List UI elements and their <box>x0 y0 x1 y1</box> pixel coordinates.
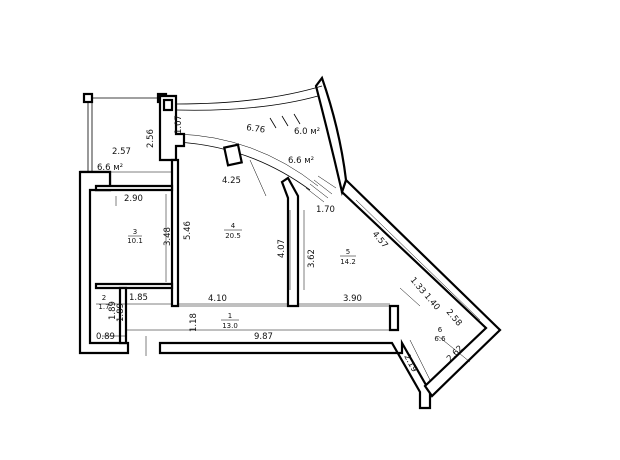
interior-walls <box>94 94 400 345</box>
room-5-number: 5 <box>346 248 350 256</box>
dim-2-57: 2.57 <box>112 147 131 157</box>
room-4-number: 4 <box>231 222 236 230</box>
dim-1-85: 1.85 <box>129 293 148 303</box>
dim-1-18: 1.18 <box>189 313 199 332</box>
wall-room3-top <box>94 184 174 192</box>
wall-column-block <box>158 94 186 162</box>
wall-upper-curve <box>314 75 348 197</box>
room-labels: 3 10.1 4 20.5 5 14.2 1 13.0 2 1.7 6 6.6 <box>98 222 446 343</box>
room-1-area: 13.0 <box>222 322 238 330</box>
room-5-area: 14.2 <box>340 258 356 266</box>
room-6-number: 6 <box>438 326 443 334</box>
arc-balcony <box>175 85 337 203</box>
dim-3-48: 3.48 <box>163 227 173 246</box>
wall-bottom <box>158 338 432 410</box>
dim-4-25: 4.25 <box>222 176 241 186</box>
wall-corridor-top <box>94 282 174 290</box>
dim-2-56: 2.56 <box>146 129 156 148</box>
room-2-area: 1.7 <box>98 303 109 311</box>
dim-0-89: 0.89 <box>96 332 115 342</box>
wall-room6 <box>388 304 400 332</box>
wall-left <box>78 170 130 355</box>
dimension-lines <box>96 159 481 381</box>
window-block <box>222 143 244 167</box>
dim-1-70: 1.70 <box>316 205 335 215</box>
dim-1-07: 1.07 <box>174 115 184 134</box>
dim-4-07: 4.07 <box>277 239 287 258</box>
dim-1-89-right: 1.89 <box>116 303 126 322</box>
dim-3-62: 3.62 <box>307 249 317 268</box>
dim-1-89-left: 1.89 <box>108 301 118 320</box>
dim-1-40: 1.40 <box>422 292 442 313</box>
dim-3-90: 3.90 <box>343 294 362 304</box>
dim-2-58: 2.58 <box>444 308 464 329</box>
dim-9-87: 9.87 <box>254 332 273 342</box>
dim-5-46: 5.46 <box>183 221 193 240</box>
wall-bath <box>118 286 128 345</box>
room-3-number: 3 <box>133 228 137 236</box>
dim-1-33: 1.33 <box>408 276 428 297</box>
room-1-number: 1 <box>228 312 232 320</box>
room-2-number: 2 <box>102 294 106 302</box>
dim-6-76: 6.76 <box>246 123 266 136</box>
balcony-left-area: 6.6 м² <box>97 163 123 173</box>
balcony-post-left <box>82 92 94 104</box>
left-balcony <box>82 92 172 173</box>
dim-4-10: 4.10 <box>208 294 227 304</box>
dim-2-90: 2.90 <box>124 194 143 204</box>
balcony-arc-inner-area: 6.6 м² <box>288 156 314 166</box>
room-3-area: 10.1 <box>127 237 143 245</box>
room-4-area: 20.5 <box>225 232 241 240</box>
column-inner <box>162 98 174 112</box>
balcony-arc-outer-area: 6.0 м² <box>294 127 320 137</box>
balcony-labels: 6.6 м² 6.0 м² 6.6 м² <box>97 127 320 173</box>
room-6-area: 6.6 <box>434 335 446 343</box>
